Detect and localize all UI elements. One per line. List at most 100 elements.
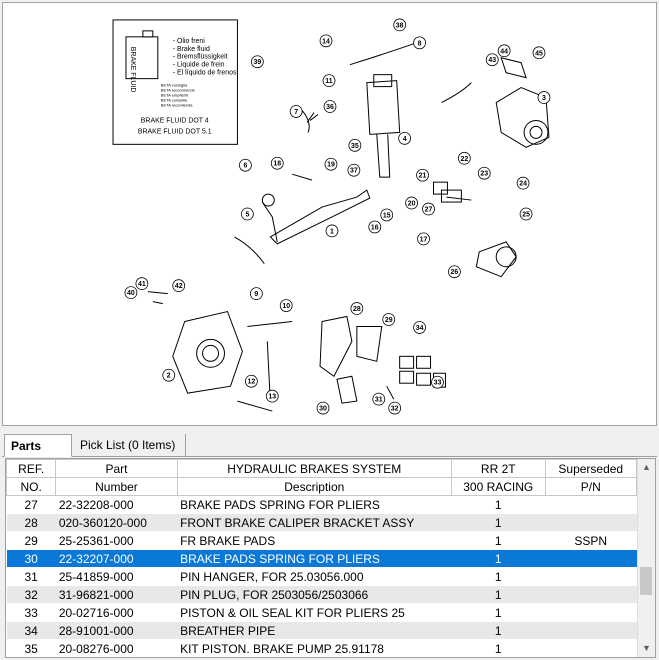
cell-superseded [545, 585, 637, 604]
col-header-model[interactable]: RR 2T [450, 459, 546, 478]
callout-12[interactable]: 12 [245, 374, 258, 388]
fluid-can-icon [125, 36, 159, 80]
callout-33[interactable]: 33 [431, 375, 444, 389]
callout-1[interactable]: 1 [325, 224, 339, 238]
callout-circle [245, 374, 258, 388]
scroll-down-icon[interactable]: ▼ [642, 643, 651, 653]
callout-circle [497, 44, 511, 58]
callout-circle [457, 151, 471, 165]
col-header-part[interactable]: Part [55, 459, 178, 478]
callout-27[interactable]: 27 [422, 202, 435, 216]
callout-circle [350, 302, 364, 315]
callout-5[interactable]: 5 [241, 207, 254, 221]
callout-11[interactable]: 11 [322, 74, 336, 88]
col-header-ref[interactable]: REF. [6, 459, 57, 478]
col-header-pn[interactable]: P/N [544, 477, 637, 496]
cell-superseded [545, 513, 637, 532]
callout-number: 8 [418, 40, 422, 47]
callout-20[interactable]: 20 [405, 196, 418, 210]
cell-part-number: 25-41859-000 [55, 567, 178, 586]
parts-list-grid[interactable]: REF. Part HYDRAULIC BRAKES SYSTEM RR 2T … [5, 458, 656, 658]
cell-part-number: 28-91001-000 [55, 621, 178, 640]
callout-18[interactable]: 18 [270, 156, 284, 170]
callout-number: 15 [383, 212, 391, 219]
callout-40[interactable]: 40 [124, 286, 138, 299]
callout-37[interactable]: 37 [347, 163, 361, 177]
callout-35[interactable]: 35 [348, 138, 362, 152]
callout-25[interactable]: 25 [519, 207, 533, 221]
callout-circle [417, 232, 430, 246]
callout-number: 11 [325, 78, 332, 85]
callout-4[interactable]: 4 [398, 131, 412, 145]
callout-13[interactable]: 13 [265, 389, 279, 403]
col-header-no[interactable]: NO. [6, 477, 57, 496]
callout-29[interactable]: 29 [382, 313, 396, 326]
callout-22[interactable]: 22 [457, 151, 471, 165]
callout-39[interactable]: 39 [250, 55, 264, 69]
col-header-number[interactable]: Number [55, 477, 178, 496]
col-header-system[interactable]: HYDRAULIC BRAKES SYSTEM [176, 459, 452, 478]
callout-14[interactable]: 14 [319, 34, 333, 48]
tab-parts-list[interactable]: Parts List [4, 434, 72, 475]
cell-superseded [545, 495, 637, 514]
callout-31[interactable]: 31 [372, 392, 386, 406]
col-header-superseded[interactable]: Superseded [544, 459, 637, 478]
callout-28[interactable]: 28 [350, 302, 364, 315]
callout-45[interactable]: 45 [532, 46, 546, 60]
callout-9[interactable]: 9 [249, 287, 263, 300]
callout-3[interactable]: 3 [537, 91, 551, 104]
callout-circle [413, 321, 426, 334]
callout-7[interactable]: 7 [289, 105, 303, 118]
callout-15[interactable]: 15 [380, 208, 394, 222]
callout-42[interactable]: 42 [172, 279, 186, 293]
callout-21[interactable]: 21 [416, 168, 429, 182]
cell-description: BRAKE PADS SPRING FOR PLIERS [177, 549, 452, 568]
callout-circle [532, 46, 546, 60]
callout-8[interactable]: 8 [413, 36, 426, 50]
callout-number: 28 [353, 306, 361, 313]
scrollbar-thumb[interactable] [640, 567, 652, 595]
callout-34[interactable]: 34 [413, 321, 426, 334]
exploded-parts-diagram[interactable]: BRAKE FLUID - Olio freni - Brake fluid -… [2, 2, 657, 426]
callout-19[interactable]: 19 [324, 157, 338, 171]
callout-17[interactable]: 17 [417, 232, 430, 246]
cell-description: FR BRAKE PADS [177, 531, 452, 550]
vertical-scrollbar[interactable]: ▲ ▼ [637, 459, 655, 657]
tab-pick-list[interactable]: Pick List (0 Items) [74, 434, 186, 456]
callout-41[interactable]: 41 [135, 277, 149, 291]
callout-2[interactable]: 2 [162, 368, 176, 382]
callout-24[interactable]: 24 [516, 176, 530, 190]
scroll-up-icon[interactable]: ▲ [642, 462, 651, 472]
col-header-racing[interactable]: 300 RACING [450, 477, 546, 496]
callout-32[interactable]: 32 [388, 401, 402, 415]
callout-10[interactable]: 10 [279, 299, 293, 312]
cell-description: PISTON & OIL SEAL KIT FOR PLIERS 25 [177, 603, 452, 622]
callout-23[interactable]: 23 [477, 166, 491, 180]
callout-38[interactable]: 38 [393, 18, 407, 32]
callout-30[interactable]: 30 [316, 401, 330, 415]
cell-quantity: 1 [451, 531, 545, 550]
callout-number: 6 [243, 163, 247, 170]
callout-26[interactable]: 26 [448, 265, 461, 279]
callout-43[interactable]: 43 [485, 53, 499, 67]
cell-quantity: 1 [451, 567, 545, 586]
callout-16[interactable]: 16 [368, 220, 382, 234]
callout-number: 38 [396, 22, 404, 29]
callout-36[interactable]: 36 [323, 100, 337, 113]
cell-quantity: 1 [451, 621, 545, 640]
callout-44[interactable]: 44 [497, 44, 511, 58]
cell-quantity: 1 [451, 495, 545, 514]
callout-circle [519, 207, 533, 221]
callout-6[interactable]: 6 [239, 158, 252, 172]
col-header-description[interactable]: Description [176, 477, 452, 496]
callout-circle [413, 36, 426, 50]
